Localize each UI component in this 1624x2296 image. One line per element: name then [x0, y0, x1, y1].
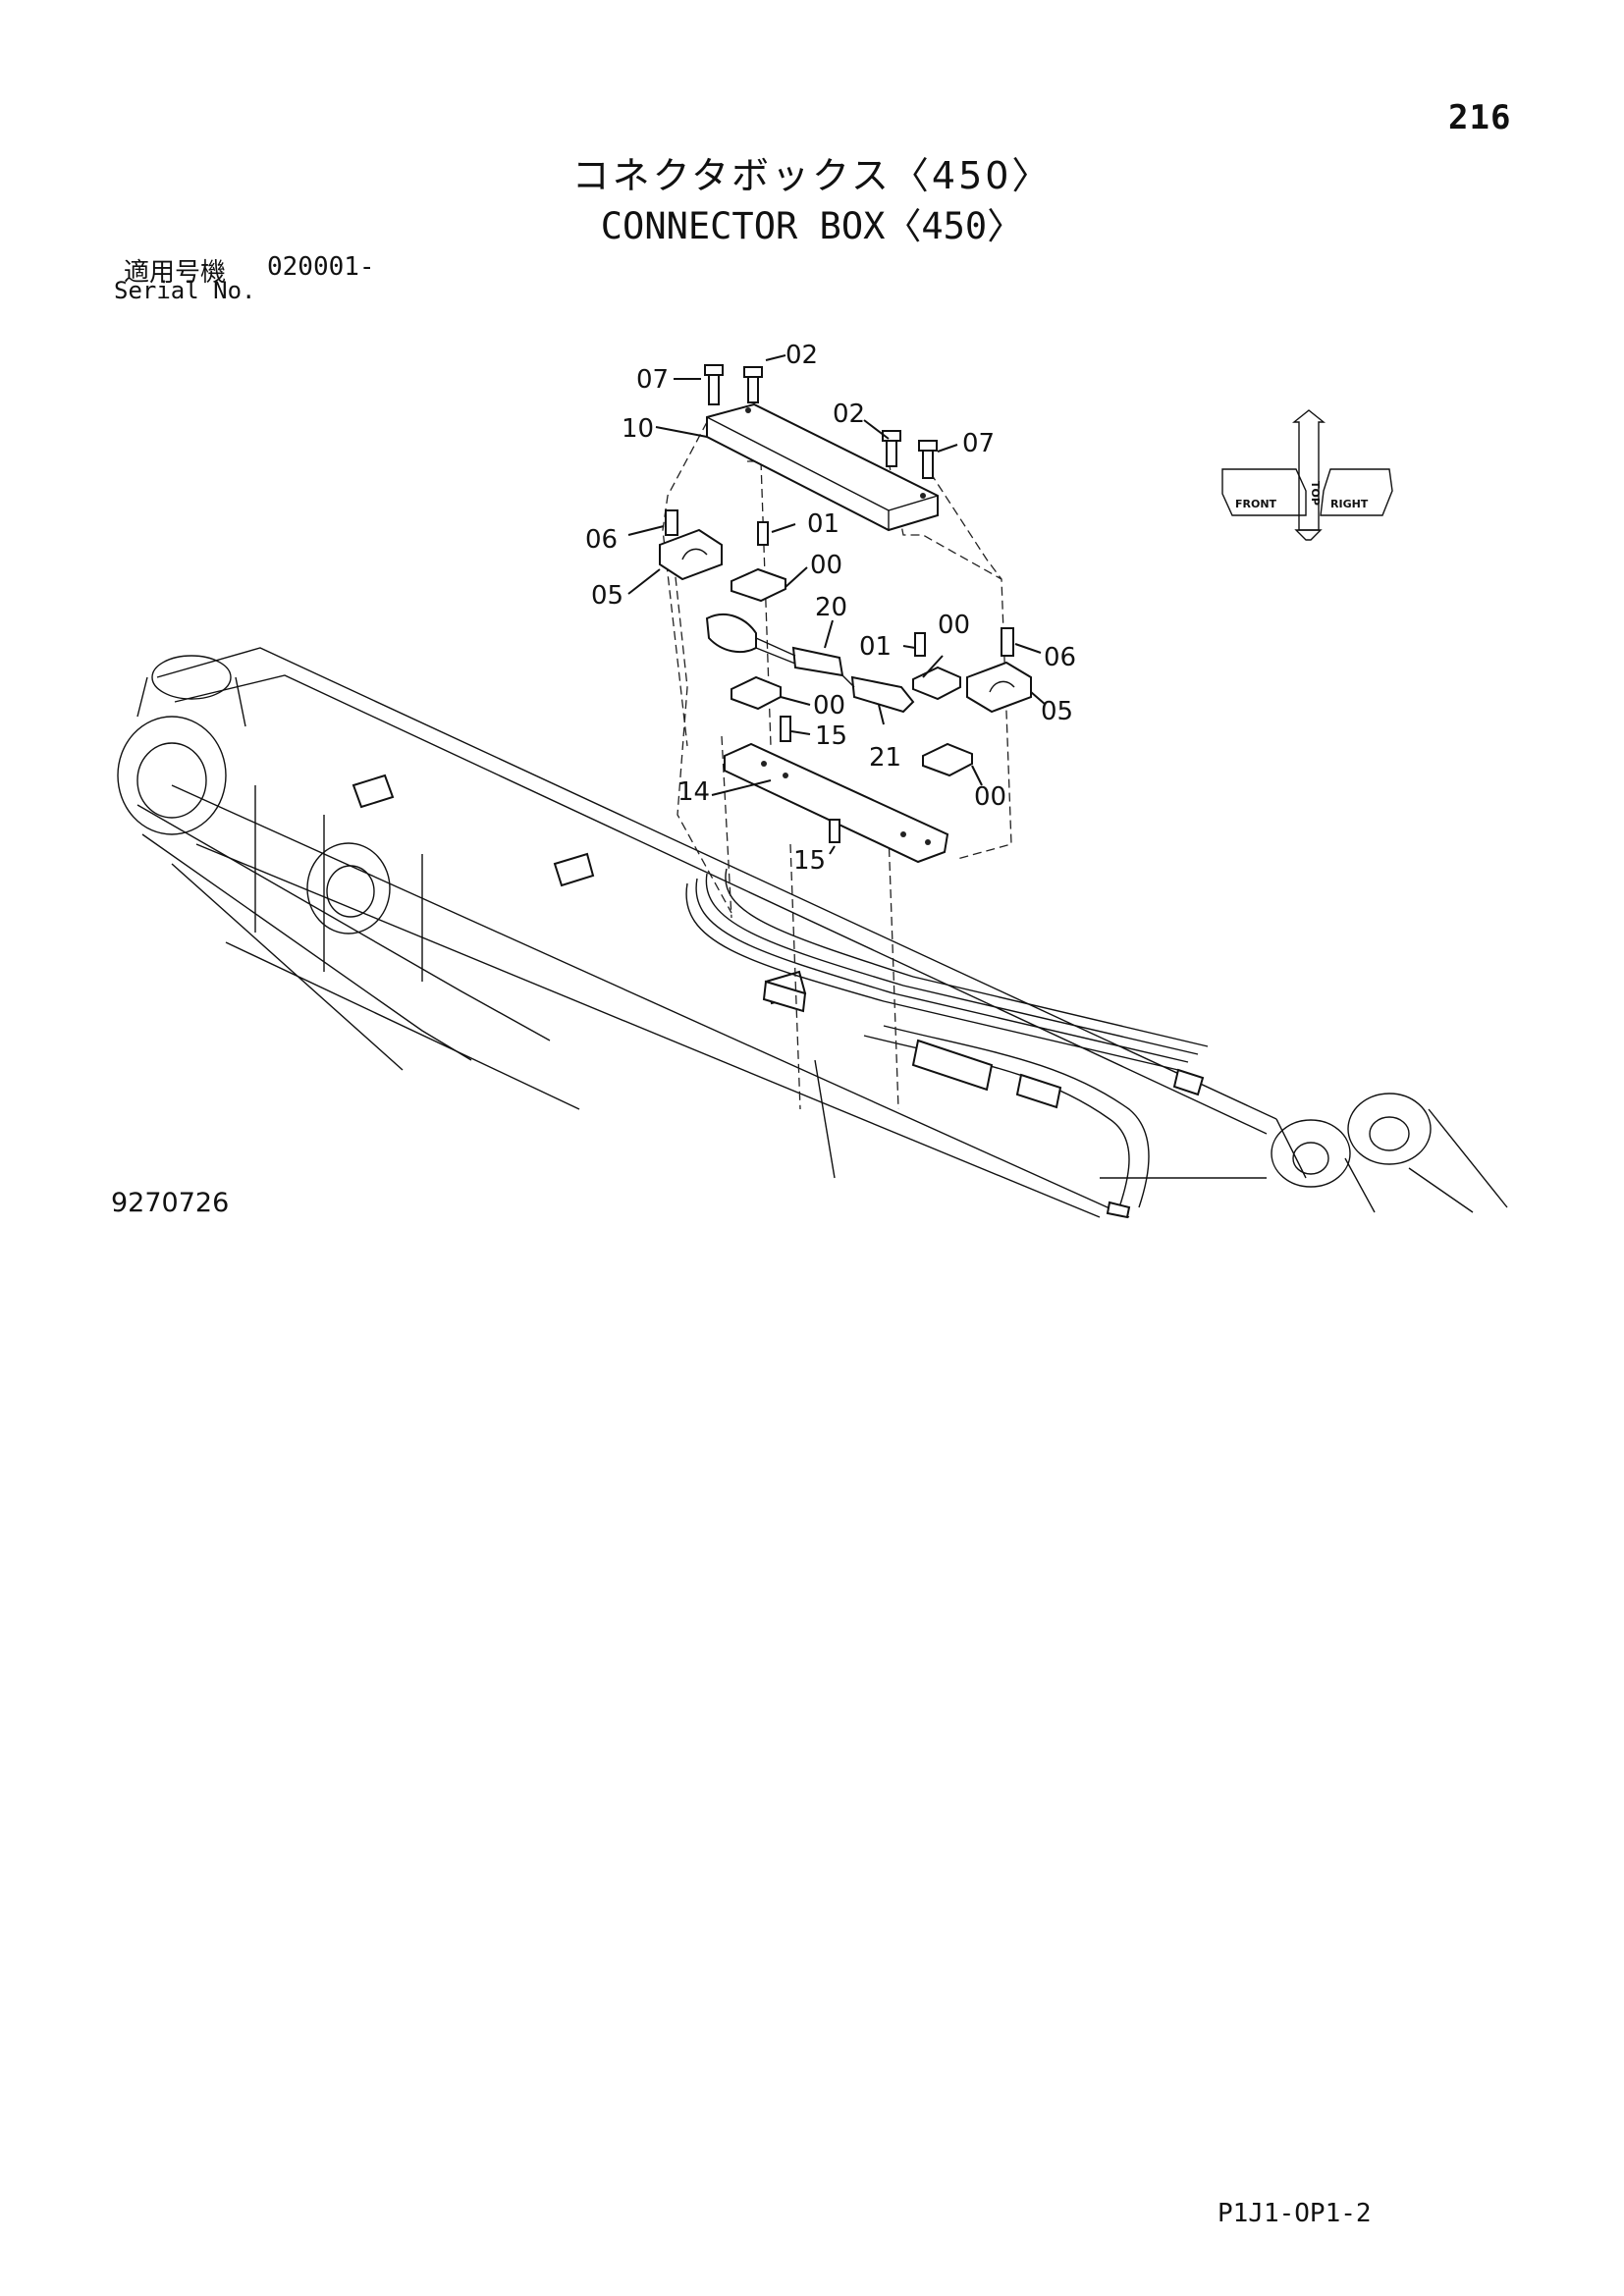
- callout-numbers: 07 02 10 02 07 06 01 05 00 20 00 01 06 0…: [585, 341, 1076, 876]
- part-21-connector: [841, 674, 915, 714]
- boom-structure: [117, 647, 1508, 1219]
- part-00-clamp-4: [922, 742, 973, 777]
- leader-lines: [627, 354, 1047, 855]
- callout-06: 06: [1044, 643, 1076, 672]
- drawing-number: 9270726: [111, 1188, 230, 1218]
- callout-07: 07: [962, 429, 995, 458]
- callout-07: 07: [636, 365, 669, 395]
- callout-00: 00: [938, 611, 970, 640]
- part-14-base-plate: [724, 742, 949, 864]
- orientation-right-label: RIGHT: [1330, 498, 1369, 510]
- callout-15: 15: [815, 721, 847, 751]
- part-06-pin-right: [1001, 627, 1014, 657]
- page-number: 216: [1448, 98, 1512, 137]
- callout-05: 05: [591, 581, 623, 611]
- callout-00: 00: [813, 691, 845, 721]
- part-01-pin-left: [757, 521, 769, 546]
- part-00-clamp-1: [731, 567, 786, 603]
- callout-01: 01: [807, 509, 839, 539]
- serial-value: 020001-: [267, 252, 375, 282]
- callout-02: 02: [833, 400, 865, 429]
- callout-00: 00: [810, 551, 842, 580]
- callout-06: 06: [585, 525, 618, 555]
- callout-05: 05: [1041, 697, 1073, 726]
- part-05-clamp-right: [966, 661, 1032, 714]
- orientation-indicator: FRONT TOP RIGHT: [1221, 409, 1393, 541]
- page-title-en: CONNECTOR BOX〈450〉: [600, 205, 1024, 247]
- orientation-top-label: TOP: [1309, 481, 1322, 506]
- callout-15: 15: [793, 846, 826, 876]
- callout-02: 02: [785, 341, 818, 370]
- part-15-bolt-upper: [780, 716, 791, 742]
- callout-20: 20: [815, 593, 847, 622]
- callout-14: 14: [677, 777, 710, 807]
- part-10-cover: [706, 402, 939, 532]
- callout-10: 10: [622, 414, 654, 444]
- serial-label-en: Serial No.: [114, 277, 256, 304]
- part-20-connector: [705, 614, 844, 677]
- part-06-pin-left: [665, 509, 678, 536]
- exploded-assembly: [659, 364, 1032, 1110]
- page-code: P1J1-OP1-2: [1218, 2199, 1372, 2228]
- page-title-jp: コネクタボックス〈450〉: [571, 154, 1053, 197]
- part-05-clamp-left: [659, 528, 723, 581]
- callout-00: 00: [974, 782, 1006, 812]
- part-00-clamp-3: [912, 666, 961, 701]
- part-15-bolt-lower: [829, 819, 840, 843]
- callout-21: 21: [869, 743, 901, 773]
- callout-01: 01: [859, 632, 892, 662]
- orientation-front-label: FRONT: [1235, 498, 1277, 510]
- serial-label-jp: 適用号機: [124, 258, 227, 288]
- bolts-top: [704, 364, 938, 479]
- part-01-pin-right: [914, 632, 926, 657]
- part-00-clamp-2: [731, 675, 782, 711]
